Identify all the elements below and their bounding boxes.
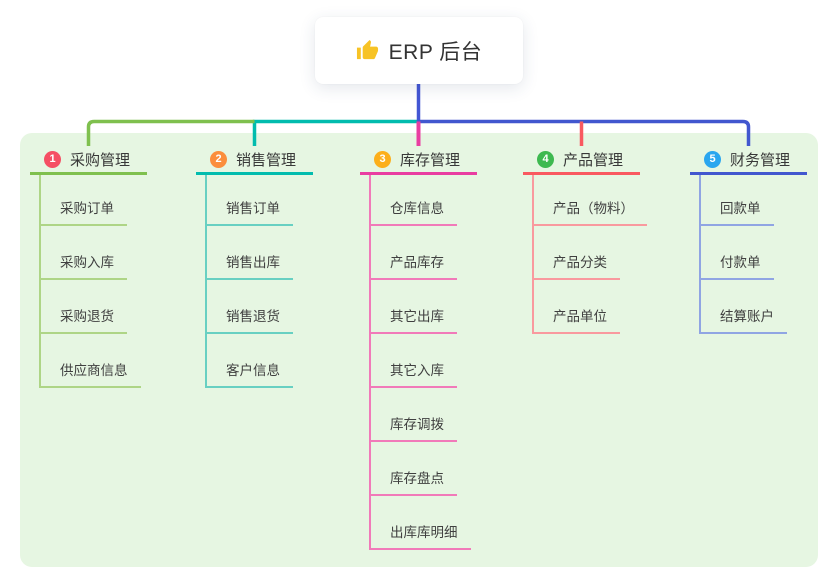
child-node-label: 库存调拨: [390, 416, 444, 432]
branch-title: 销售管理: [236, 151, 297, 169]
child-node[interactable]: 产品单位: [534, 280, 620, 334]
child-node[interactable]: 库存盘点: [371, 442, 457, 496]
child-node[interactable]: 回款单: [701, 175, 774, 226]
child-node-label: 其它入库: [390, 362, 444, 378]
branch-header[interactable]: 1 采购管理: [30, 146, 147, 175]
root-node-title: ERP 后台: [388, 40, 483, 64]
branch-header[interactable]: 5 财务管理: [690, 146, 807, 175]
branch-children: 产品（物料） 产品分类产品单位: [532, 175, 647, 334]
child-node-label: 采购订单: [60, 200, 114, 216]
child-node[interactable]: 销售退货: [207, 280, 293, 334]
branch-2: 2 销售管理 销售订单销售出库销售退货客户信息: [196, 146, 313, 388]
branch-children: 采购订单采购入库采购退货供应商信息: [39, 175, 141, 388]
branch-4: 4 产品管理 产品（物料） 产品分类产品单位: [523, 146, 647, 334]
child-node[interactable]: 仓库信息: [371, 175, 457, 226]
child-node[interactable]: 采购订单: [41, 175, 127, 226]
child-node[interactable]: 销售订单: [207, 175, 293, 226]
child-node[interactable]: 其它出库: [371, 280, 457, 334]
child-node-label: 产品库存: [390, 254, 444, 270]
branch-number-badge: 1: [44, 150, 61, 168]
child-node[interactable]: 产品库存: [371, 226, 457, 280]
child-node-label: 销售订单: [226, 200, 280, 216]
child-node-label: 仓库信息: [390, 200, 444, 216]
child-node[interactable]: 库存调拨: [371, 388, 457, 442]
branch-children: 销售订单销售出库销售退货客户信息: [205, 175, 293, 388]
child-node-label: 回款单: [720, 200, 761, 216]
child-node[interactable]: 产品（物料）: [534, 175, 647, 226]
child-node[interactable]: 供应商信息: [41, 334, 141, 388]
child-node[interactable]: 采购退货: [41, 280, 127, 334]
child-node-label: 库存盘点: [390, 470, 444, 486]
child-node-label: 产品单位: [553, 308, 607, 324]
child-node-label: 出库库明细: [390, 524, 458, 540]
branch-header[interactable]: 3 库存管理: [360, 146, 477, 175]
child-node-label: 结算账户: [720, 308, 774, 324]
branch-title: 财务管理: [730, 151, 791, 169]
thumbs-up-icon: [356, 39, 378, 60]
child-node-label: 供应商信息: [60, 362, 128, 378]
child-node-label: 客户信息: [226, 362, 280, 378]
branch-number-badge: 5: [704, 150, 721, 168]
branch-number-badge: 4: [537, 150, 554, 168]
child-node[interactable]: 结算账户: [701, 280, 787, 334]
child-node-label: 销售出库: [226, 254, 280, 270]
child-node[interactable]: 付款单: [701, 226, 774, 280]
root-node[interactable]: ERP 后台: [315, 17, 523, 84]
child-node-label: 采购入库: [60, 254, 114, 270]
branch-header[interactable]: 2 销售管理: [196, 146, 313, 175]
child-node-label: 产品（物料）: [553, 200, 634, 216]
child-node-label: 采购退货: [60, 308, 114, 324]
child-node-label: 付款单: [720, 254, 761, 270]
branch-title: 库存管理: [400, 151, 461, 169]
branch-5: 5 财务管理 回款单付款单结算账户: [690, 146, 807, 334]
branch-number-badge: 3: [374, 150, 391, 168]
child-node[interactable]: 销售出库: [207, 226, 293, 280]
child-node-label: 其它出库: [390, 308, 444, 324]
child-node[interactable]: 采购入库: [41, 226, 127, 280]
child-node[interactable]: 出库库明细: [371, 496, 471, 550]
branch-1: 1 采购管理 采购订单采购入库采购退货供应商信息: [30, 146, 147, 388]
child-node[interactable]: 产品分类: [534, 226, 620, 280]
branch-number-badge: 2: [210, 150, 227, 168]
branch-3: 3 库存管理 仓库信息产品库存其它出库其它入库库存调拨库存盘点出库库明细: [360, 146, 477, 550]
child-node-label: 销售退货: [226, 308, 280, 324]
branch-title: 采购管理: [70, 151, 131, 169]
child-node[interactable]: 其它入库: [371, 334, 457, 388]
branch-title: 产品管理: [563, 151, 624, 169]
branch-children: 仓库信息产品库存其它出库其它入库库存调拨库存盘点出库库明细: [369, 175, 471, 550]
child-node[interactable]: 客户信息: [207, 334, 293, 388]
child-node-label: 产品分类: [553, 254, 607, 270]
branch-children: 回款单付款单结算账户: [699, 175, 787, 334]
branch-header[interactable]: 4 产品管理: [523, 146, 640, 175]
